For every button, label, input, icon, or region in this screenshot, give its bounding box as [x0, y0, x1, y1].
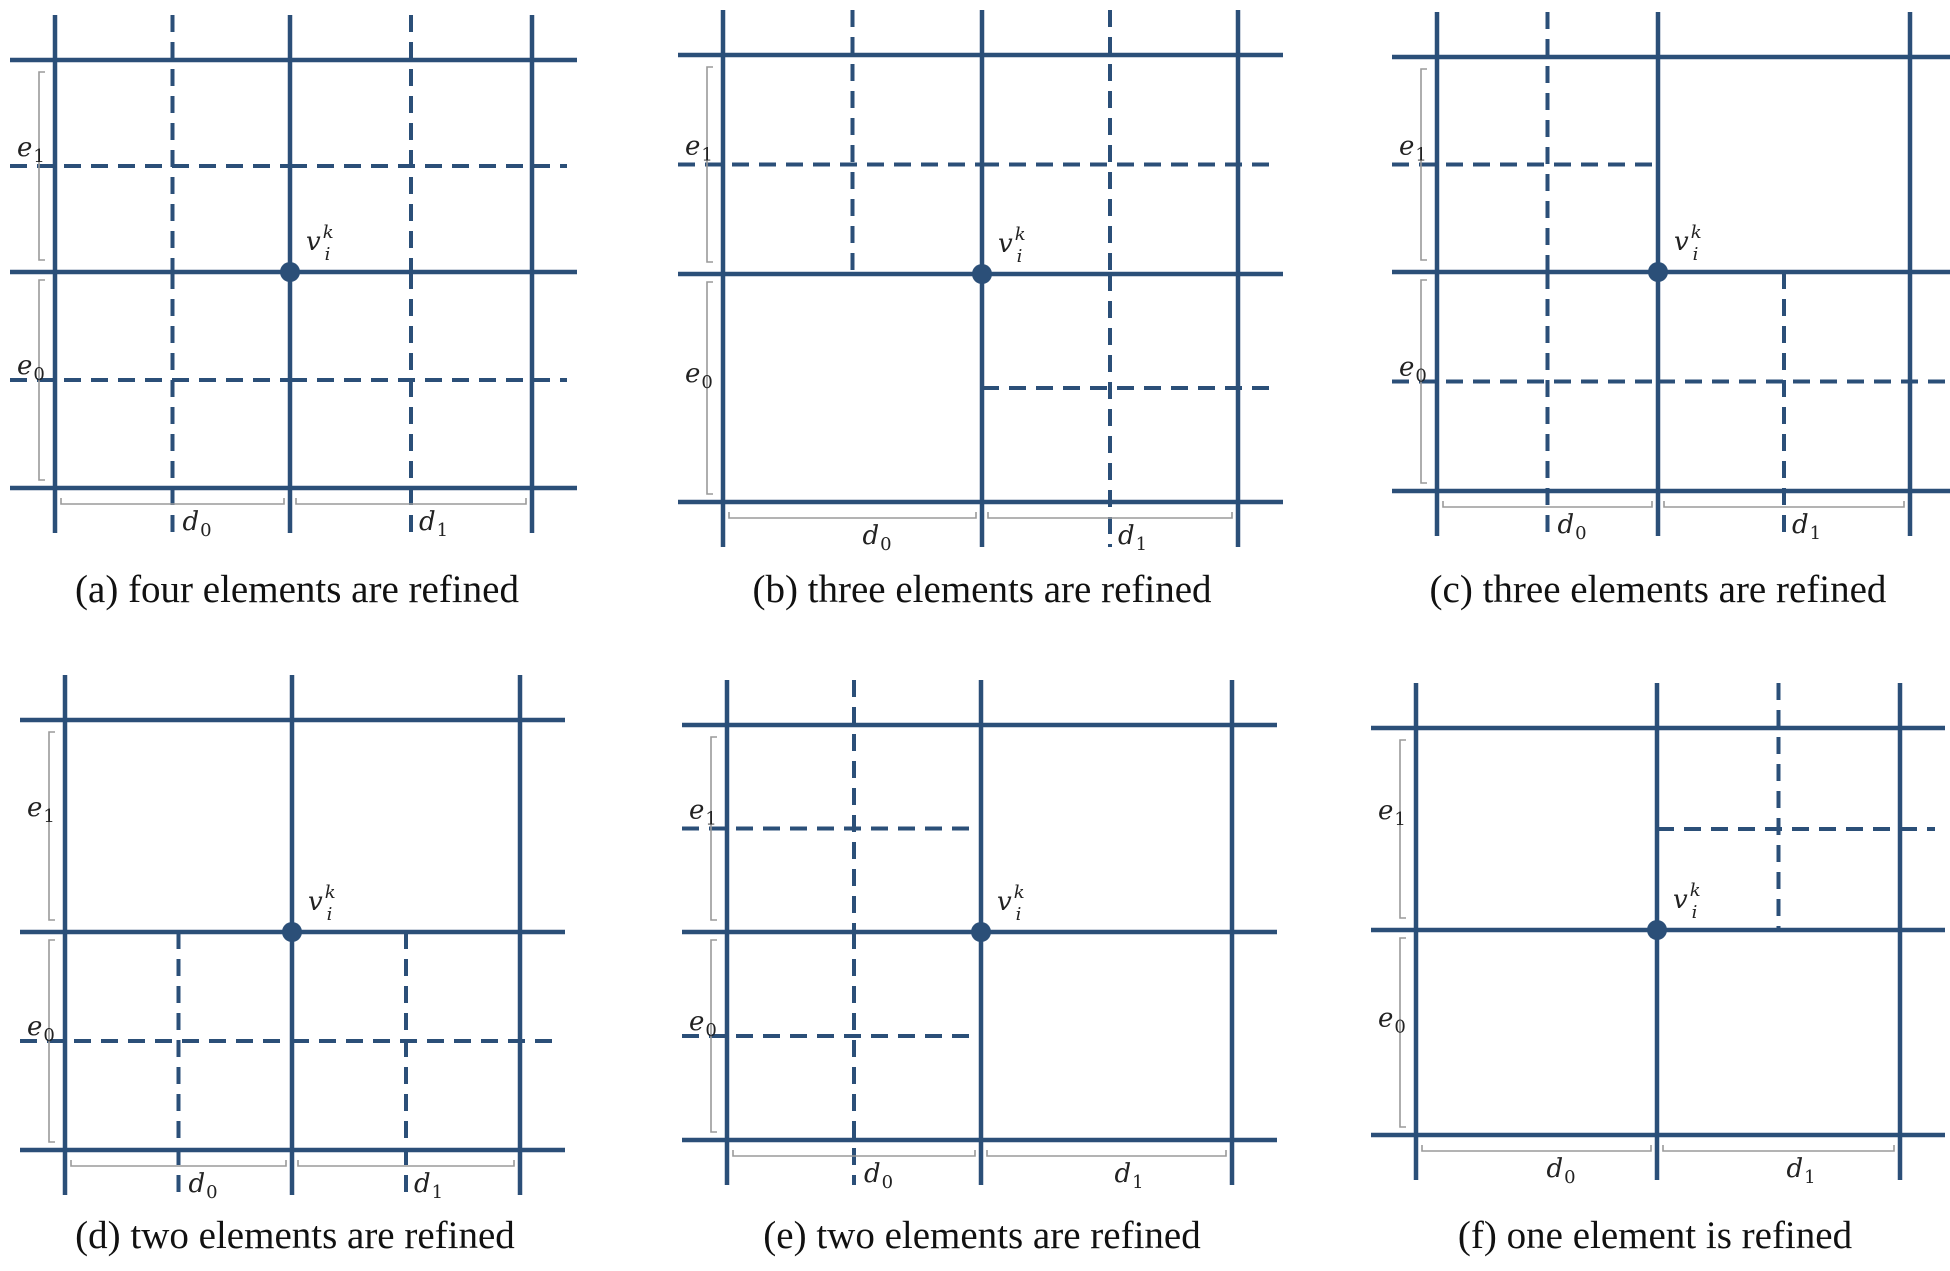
brace-e1 [1399, 739, 1406, 919]
brace-d1 [297, 1160, 515, 1167]
brace-e1 [706, 66, 713, 263]
label-e1: e1 [1378, 796, 1406, 830]
label-e0: e0 [27, 1012, 55, 1046]
label-d0: d0 [1558, 510, 1587, 544]
label-d0: d0 [863, 521, 892, 555]
label-e0: e0 [685, 359, 713, 393]
label-d1: d1 [1792, 510, 1821, 544]
label-e0: e0 [17, 351, 45, 385]
brace-e1 [38, 71, 45, 261]
panel-caption-f: (f) one element is refined [1458, 1214, 1853, 1257]
label-e1: e1 [689, 796, 717, 830]
vertex-dot [282, 922, 302, 942]
label-e1: e1 [1399, 132, 1427, 166]
brace-e0 [1420, 279, 1427, 484]
panel-caption-a: (a) four elements are refined [75, 568, 519, 611]
panel-caption-e: (e) two elements are refined [763, 1214, 1201, 1257]
brace-d0 [732, 1150, 976, 1157]
brace-e0 [1399, 937, 1406, 1128]
panel-caption-b: (b) three elements are refined [752, 568, 1212, 611]
brace-d0 [70, 1160, 287, 1167]
label-d1: d1 [1118, 521, 1147, 555]
brace-d1 [987, 512, 1233, 519]
label-e0: e0 [689, 1007, 717, 1041]
label-d1: d1 [1787, 1154, 1816, 1188]
label-e0: e0 [1399, 353, 1427, 387]
brace-e1 [710, 736, 717, 921]
brace-e1 [48, 731, 55, 921]
brace-e0 [706, 281, 713, 495]
brace-d0 [60, 498, 285, 505]
vertex-dot [280, 262, 300, 282]
brace-e0 [48, 939, 55, 1143]
brace-d1 [986, 1150, 1227, 1157]
label-e1: e1 [27, 793, 55, 827]
brace-e0 [710, 939, 717, 1133]
brace-d1 [1662, 1145, 1895, 1152]
label-d1: d1 [414, 1169, 443, 1203]
label-d1: d1 [419, 507, 448, 541]
label-d0: d0 [864, 1159, 893, 1193]
brace-d0 [1421, 1145, 1652, 1152]
label-e1: e1 [685, 132, 713, 166]
label-d0: d0 [183, 507, 212, 541]
label-e1: e1 [17, 133, 45, 167]
vertex-dot [972, 264, 992, 284]
vertex-dot [1647, 920, 1667, 940]
panel-caption-d: (d) two elements are refined [75, 1214, 515, 1257]
brace-d0 [1442, 501, 1653, 508]
brace-e0 [38, 279, 45, 481]
label-d1: d1 [1115, 1159, 1144, 1193]
brace-d1 [1663, 501, 1905, 508]
brace-d1 [295, 498, 527, 505]
label-e0: e0 [1378, 1004, 1406, 1038]
brace-e1 [1420, 68, 1427, 261]
brace-d0 [728, 512, 977, 519]
vertex-dot [1648, 262, 1668, 282]
label-d0: d0 [189, 1169, 218, 1203]
panel-caption-c: (c) three elements are refined [1430, 568, 1887, 611]
label-d0: d0 [1547, 1154, 1576, 1188]
vertex-dot [971, 922, 991, 942]
